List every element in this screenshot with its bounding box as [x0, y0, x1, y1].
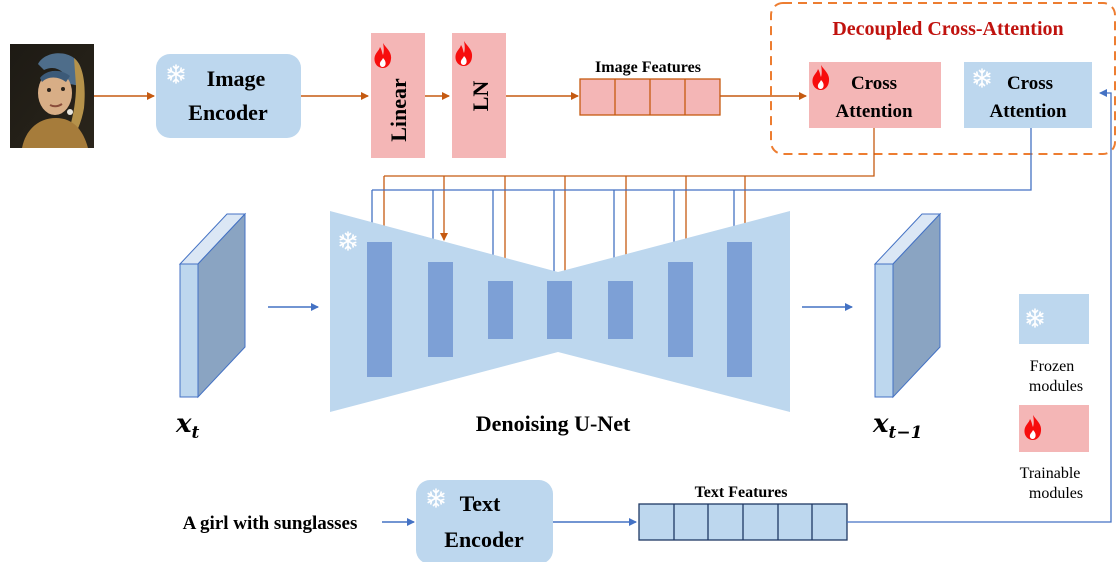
legend-trainable-line2: modules — [1029, 485, 1083, 502]
unet-block — [488, 281, 513, 339]
legend-frozen-swatch — [1019, 294, 1089, 344]
ln-label: LN — [468, 81, 493, 112]
cross-attention-trainable-label-2: Attention — [835, 101, 912, 122]
legend-frozen-line1: Frozen — [1030, 358, 1074, 375]
cross-attention-frozen-label-2: Attention — [989, 101, 1066, 122]
text-encoder-label-1: Text — [460, 491, 501, 516]
arrow-text-features-to-cross-attention — [847, 89, 1112, 523]
linear-projection-box: Linear — [371, 33, 425, 158]
text-encoder-label-2: Encoder — [444, 527, 524, 552]
unet-block — [727, 242, 752, 377]
unet-block — [668, 262, 693, 357]
image-features-label: Image Features — [595, 59, 701, 76]
unet-block — [428, 262, 453, 357]
legend-trainable-line1: Trainable — [1020, 465, 1081, 482]
layer-norm-box: LN — [452, 33, 506, 158]
unet-block — [608, 281, 633, 339]
text-encoder-box: Text Encoder — [416, 480, 553, 562]
image-encoder-box: Image Encoder — [156, 54, 301, 138]
image-features-tokens — [579, 78, 721, 116]
input-image-thumbnail — [10, 44, 94, 148]
image-encoder-label-1: Image — [207, 66, 266, 91]
decoupled-cross-attention-border — [770, 2, 1116, 155]
xt-label: xt — [175, 409, 200, 443]
latent-xt-minus-1 — [873, 212, 942, 399]
legend-frozen: Frozen modules — [1019, 294, 1089, 395]
legend-frozen-line2: modules — [1029, 378, 1083, 395]
cross-attention-trainable-box: Cross Attention — [809, 62, 941, 128]
legend-trainable: Trainable modules — [1019, 405, 1089, 502]
decoupled-title: Decoupled Cross-Attention — [832, 18, 1063, 40]
unet-body — [330, 211, 790, 412]
text-features-tokens — [638, 503, 848, 541]
cross-attention-frozen-box: Cross Attention — [964, 62, 1092, 128]
unet-label: Denoising U-Net — [476, 411, 631, 436]
image-encoder-label-2: Encoder — [188, 100, 268, 125]
linear-label: Linear — [386, 78, 411, 142]
xt-minus-1-label: xt−1 — [872, 409, 922, 443]
unet-block — [367, 242, 392, 377]
prompt-text: A girl with sunglasses — [183, 513, 358, 534]
latent-xt — [178, 212, 247, 399]
cross-attention-trainable-label-1: Cross — [851, 73, 897, 94]
text-features-label: Text Features — [695, 484, 788, 501]
cross-attention-frozen-label-1: Cross — [1007, 73, 1053, 94]
unet-block — [547, 281, 572, 339]
